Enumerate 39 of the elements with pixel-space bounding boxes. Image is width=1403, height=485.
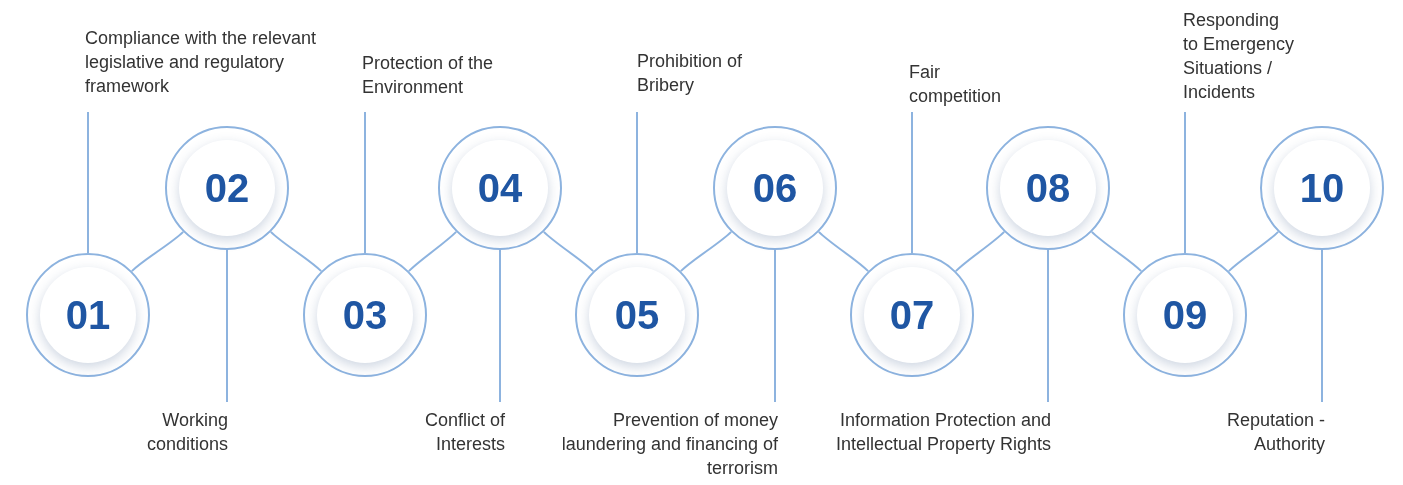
connector-line [1047, 249, 1049, 403]
connector-line [542, 230, 595, 273]
step-label: Prevention of money laundering and financing of terrorism [548, 408, 778, 480]
step-label: Conflict of Interests [395, 408, 505, 456]
step-number: 10 [1274, 140, 1370, 236]
connector-line [774, 249, 776, 403]
connector-line [1090, 230, 1143, 273]
step-number: 04 [452, 140, 548, 236]
step-label: Responding to Emergency Situations / Incidents [1183, 8, 1298, 104]
connector-line [499, 249, 501, 403]
step-number: 08 [1000, 140, 1096, 236]
connector-line [226, 249, 228, 403]
step-label: Prohibition of Bribery [637, 49, 752, 97]
connector-line [911, 111, 913, 254]
step-number: 07 [864, 267, 960, 363]
connector-line [1227, 230, 1280, 273]
connector-line [1321, 249, 1323, 403]
step-label: Working conditions [138, 408, 228, 456]
connector-line [954, 230, 1006, 273]
connector-line [1184, 111, 1186, 254]
step-number: 03 [317, 267, 413, 363]
step-number: 01 [40, 267, 136, 363]
step-label: Information Protection and Intellectual Property Rights [806, 408, 1051, 456]
step-number: 05 [589, 267, 685, 363]
step-number: 02 [179, 140, 275, 236]
connector-line [679, 230, 733, 273]
connector-line [269, 230, 323, 273]
step-label: Protection of the Environment [362, 51, 537, 99]
step-number: 06 [727, 140, 823, 236]
connector-line [87, 111, 89, 254]
step-label: Fair competition [909, 60, 1019, 108]
connector-line [636, 111, 638, 254]
connector-line [364, 111, 366, 254]
connector-line [407, 230, 458, 273]
step-label: Reputation - Authority [1195, 408, 1325, 456]
connector-line [130, 230, 185, 273]
step-label: Compliance with the relevant legislative and regulatory framework [85, 26, 330, 98]
connector-line [817, 230, 870, 273]
step-number: 09 [1137, 267, 1233, 363]
